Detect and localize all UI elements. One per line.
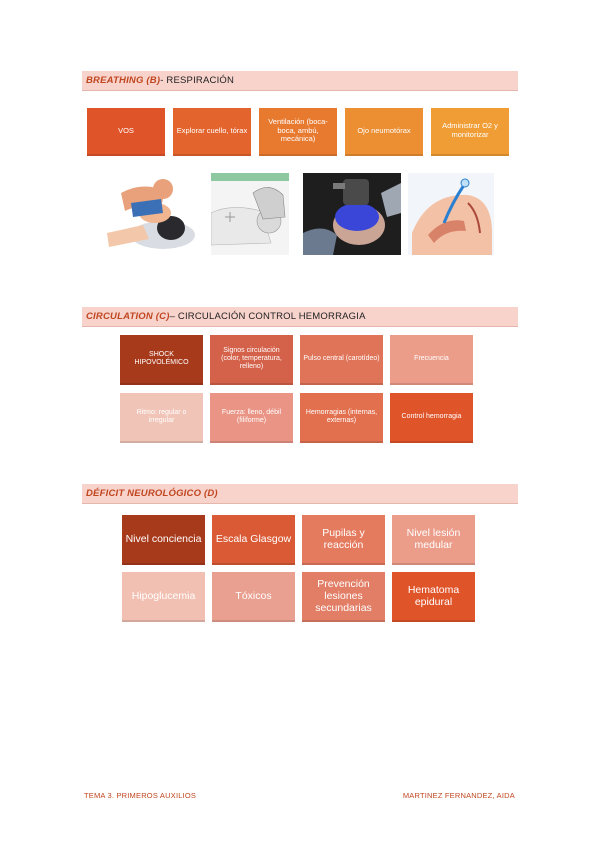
section-header-neuro: DÉFICIT NEUROLÓGICO (D) (82, 484, 518, 503)
section-title: – CIRCULACIÓN CONTROL HEMORRAGIA (169, 311, 366, 322)
circulation-box: Pulso central (carotídeo) (300, 335, 383, 385)
circulation-box: SHOCK HIPOVOLÉMICO (120, 335, 203, 385)
circulation-box: Ritmo: regular o irregular (120, 393, 203, 443)
neuro-box: Prevención lesiones secundarias (302, 572, 385, 622)
step-box: VOS (87, 108, 165, 156)
photo-mouth-to-mouth (103, 173, 197, 255)
footer-right: MARTINEZ FERNANDEZ, AIDA (402, 791, 515, 800)
circulation-box: Control hemorragia (390, 393, 473, 443)
neuro-box: Nivel conciencia (122, 515, 205, 565)
neuro-box: Nivel lesión medular (392, 515, 475, 565)
section-header-breathing: BREATHING (B) - RESPIRACIÓN (82, 71, 518, 90)
circulation-box: Hemorragias (internas, externas) (300, 393, 383, 443)
neuro-box: Hipoglucemia (122, 572, 205, 622)
circulation-box: Fuerza: lleno, débil (filiforme) (210, 393, 293, 443)
footer-left: TEMA 3. PRIMEROS AUXILIOS (84, 791, 197, 800)
photo-intubation (408, 173, 494, 255)
neuro-box: Pupilas y reacción (302, 515, 385, 565)
photo-bag-valve-mask (303, 173, 401, 255)
section-title: - RESPIRACIÓN (160, 75, 235, 86)
neuro-box: Tóxicos (212, 572, 295, 622)
step-box: Explorar cuello, tórax (173, 108, 251, 156)
neuro-box: Escala Glasgow (212, 515, 295, 565)
circulation-box: Frecuencia (390, 335, 473, 385)
step-box: Ventilación (boca-boca, ambú, mecánica) (259, 108, 337, 156)
section-code: CIRCULATION (C) (86, 311, 170, 322)
photo-head-tilt (211, 173, 289, 255)
neuro-box: Hematoma epidural (392, 572, 475, 622)
step-box: Administrar O2 y monitorizar (431, 108, 509, 156)
section-code: BREATHING (B) (86, 75, 161, 86)
section-header-circulation: CIRCULATION (C) – CIRCULACIÓN CONTROL HE… (82, 307, 518, 326)
circulation-box: Signos circulación (color, temperatura, … (210, 335, 293, 385)
step-box: Ojo neumotórax (345, 108, 423, 156)
section-code: DÉFICIT NEUROLÓGICO (D) (86, 488, 218, 499)
